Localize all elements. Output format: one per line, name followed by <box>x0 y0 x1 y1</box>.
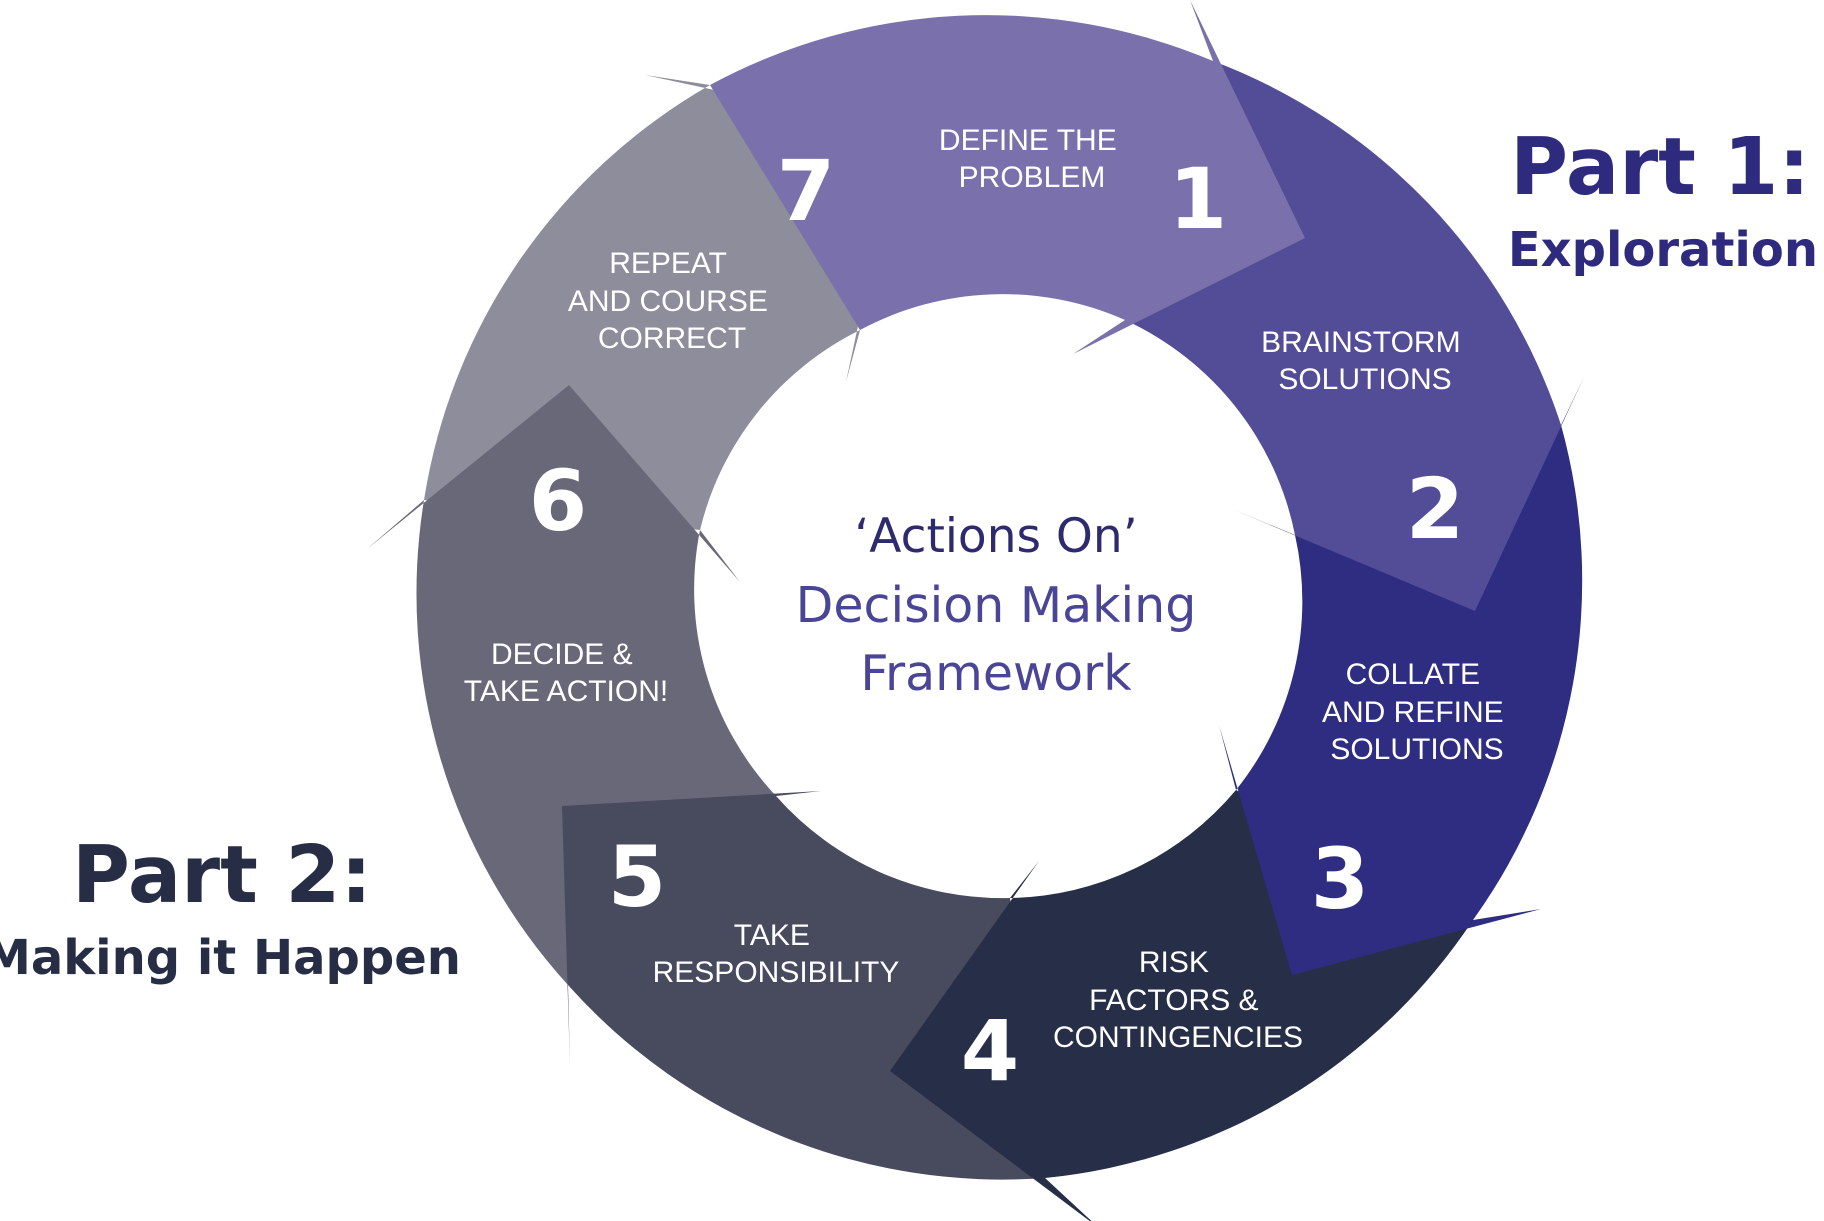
step-6-label-line: TAKE ACTION! <box>464 675 668 708</box>
part-2-subtitle: Making it Happen <box>0 930 461 986</box>
center-title-line-3: Framework <box>860 645 1132 702</box>
step-numbers: 1 2 3 4 5 6 7 <box>529 142 1464 1100</box>
step-1-label-line: DEFINE THE <box>939 124 1117 157</box>
cycle-ring <box>367 0 1585 1221</box>
step-7-number: 7 <box>777 142 835 240</box>
step-4-number: 4 <box>961 1002 1019 1100</box>
part-1-subtitle: Exploration <box>1508 222 1818 278</box>
step-7-label: REPEAT AND COURSE CORRECT <box>568 247 776 355</box>
step-7-label-line: CORRECT <box>598 322 746 355</box>
step-2-number: 2 <box>1406 460 1464 558</box>
center-title: ‘Actions On’ Decision Making Framework <box>796 509 1197 702</box>
center-title-line-2: Decision Making <box>796 577 1197 634</box>
step-4-label-line: CONTINGENCIES <box>1053 1021 1303 1054</box>
step-2-label-line: BRAINSTORM <box>1261 326 1460 359</box>
step-4-label-line: RISK <box>1139 946 1209 979</box>
step-3-label-line: COLLATE <box>1346 658 1481 691</box>
step-5-label: TAKE RESPONSIBILITY <box>653 919 900 989</box>
step-3-label-line: SOLUTIONS <box>1330 733 1503 766</box>
part-2-title: Part 2: <box>72 829 372 921</box>
step-1-label-line: PROBLEM <box>959 161 1106 194</box>
step-2-label: BRAINSTORM SOLUTIONS <box>1261 326 1469 396</box>
step-1-arrow <box>710 0 1305 354</box>
center-title-line-1: ‘Actions On’ <box>854 509 1137 564</box>
part-1-heading: Part 1: Exploration <box>1508 121 1818 278</box>
part-1-title: Part 1: <box>1510 121 1810 213</box>
step-2-label-line: SOLUTIONS <box>1278 363 1451 396</box>
step-labels: DEFINE THE PROBLEM BRAINSTORM SOLUTIONS … <box>464 124 1512 1054</box>
step-4-label: RISK FACTORS & CONTINGENCIES <box>1053 946 1303 1054</box>
step-6-label: DECIDE & TAKE ACTION! <box>464 638 668 708</box>
step-4-label-line: FACTORS & <box>1089 984 1258 1017</box>
step-3-label: COLLATE AND REFINE SOLUTIONS <box>1322 658 1512 766</box>
step-1-label: DEFINE THE PROBLEM <box>939 124 1125 194</box>
part-2-heading: Part 2: Making it Happen <box>0 829 461 986</box>
step-5-label-line: RESPONSIBILITY <box>653 956 900 989</box>
step-3-number: 3 <box>1311 830 1369 928</box>
step-7-label-line: REPEAT <box>609 247 726 280</box>
step-6-number: 6 <box>529 452 587 550</box>
step-7-label-line: AND COURSE <box>568 285 768 318</box>
step-3-label-line: AND REFINE <box>1322 696 1504 729</box>
step-1-number: 1 <box>1169 150 1227 248</box>
step-5-label-line: TAKE <box>734 919 810 952</box>
step-6-label-line: DECIDE & <box>491 638 633 671</box>
step-5-number: 5 <box>608 828 666 926</box>
